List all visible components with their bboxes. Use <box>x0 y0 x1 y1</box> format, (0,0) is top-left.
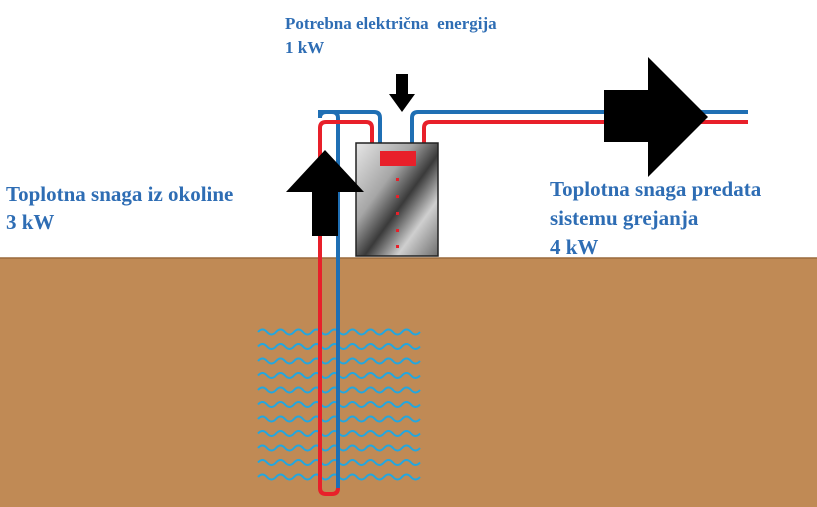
system-heat-title: Toplotna snaga predata <box>550 177 762 201</box>
environment-heat-label: Toplotna snaga iz okoline 3 kW <box>6 180 233 236</box>
display-indicator <box>380 151 416 166</box>
electric-energy-title: Potrebna električna energija <box>285 14 497 33</box>
environment-heat-value: 3 kW <box>6 210 55 234</box>
pipe-out-hot <box>422 120 748 143</box>
pipe-hot <box>318 120 374 496</box>
environment-heat-arrow <box>286 150 364 236</box>
pipe-out-cold <box>410 110 748 143</box>
status-dots <box>396 178 399 248</box>
heat-pump-unit <box>355 142 439 257</box>
electric-energy-label: Potrebna električna energija 1 kW <box>285 12 497 60</box>
pipe-loop <box>318 110 748 496</box>
system-heat-label: Toplotna snaga predata sistemu grejanja … <box>550 175 761 262</box>
pipe-cold <box>318 110 382 488</box>
system-heat-arrow <box>604 57 708 177</box>
electric-energy-value: 1 kW <box>285 38 325 57</box>
system-heat-subtitle: sistemu grejanja <box>550 206 699 230</box>
environment-heat-title: Toplotna snaga iz okoline <box>6 182 234 206</box>
system-heat-value: 4 kW <box>550 235 599 259</box>
ground <box>0 258 817 507</box>
electric-input-arrow <box>389 74 415 112</box>
